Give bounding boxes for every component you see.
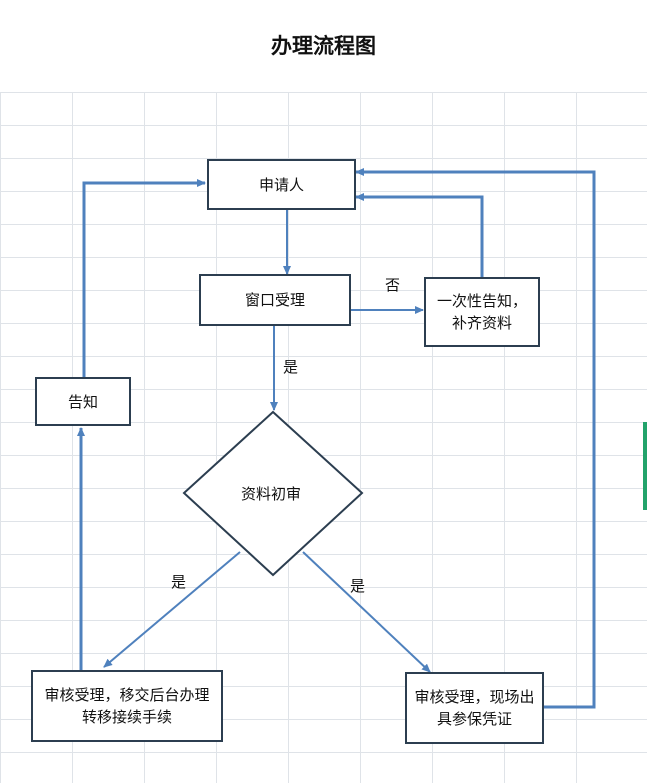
node-notify-once: 一次性告知， 补齐资料 <box>424 277 540 347</box>
arrow-notify-to-applicant <box>82 179 206 378</box>
edge-label-no: 否 <box>385 276 401 294</box>
node-notify: 告知 <box>35 377 131 426</box>
node-applicant-label: 申请人 <box>258 175 304 194</box>
node-window-accept: 窗口受理 <box>199 274 351 326</box>
node-material-review-label: 资料初审 <box>241 485 302 503</box>
edge-label-yes-down: 是 <box>283 358 299 376</box>
edge-label-yes-right: 是 <box>350 577 366 595</box>
node-window-accept-label: 窗口受理 <box>244 291 305 309</box>
node-review-certificate-label: 审核受理，现场出 具参保凭证 <box>414 688 535 728</box>
node-notify-once-label: 一次性告知， 补齐资料 <box>436 292 527 332</box>
arrow-review-to-transfer <box>103 551 241 668</box>
node-review-certificate: 审核受理，现场出 具参保凭证 <box>405 672 544 744</box>
arrow-certificate-to-applicant <box>355 168 596 709</box>
node-review-transfer: 审核受理，移交后台办理 转移接续手续 <box>31 670 223 742</box>
page-title: 办理流程图 <box>271 33 376 58</box>
arrow-review-to-certificate <box>302 551 431 673</box>
node-applicant: 申请人 <box>207 159 356 210</box>
edge-label-yes-left: 是 <box>171 573 187 591</box>
node-review-transfer-label: 审核受理，移交后台办理 转移接续手续 <box>44 686 210 726</box>
scroll-indicator[interactable] <box>643 422 647 510</box>
arrow-notify-once-to-applicant <box>355 193 484 278</box>
node-material-review-shape <box>182 410 364 577</box>
node-notify-label: 告知 <box>67 392 98 411</box>
